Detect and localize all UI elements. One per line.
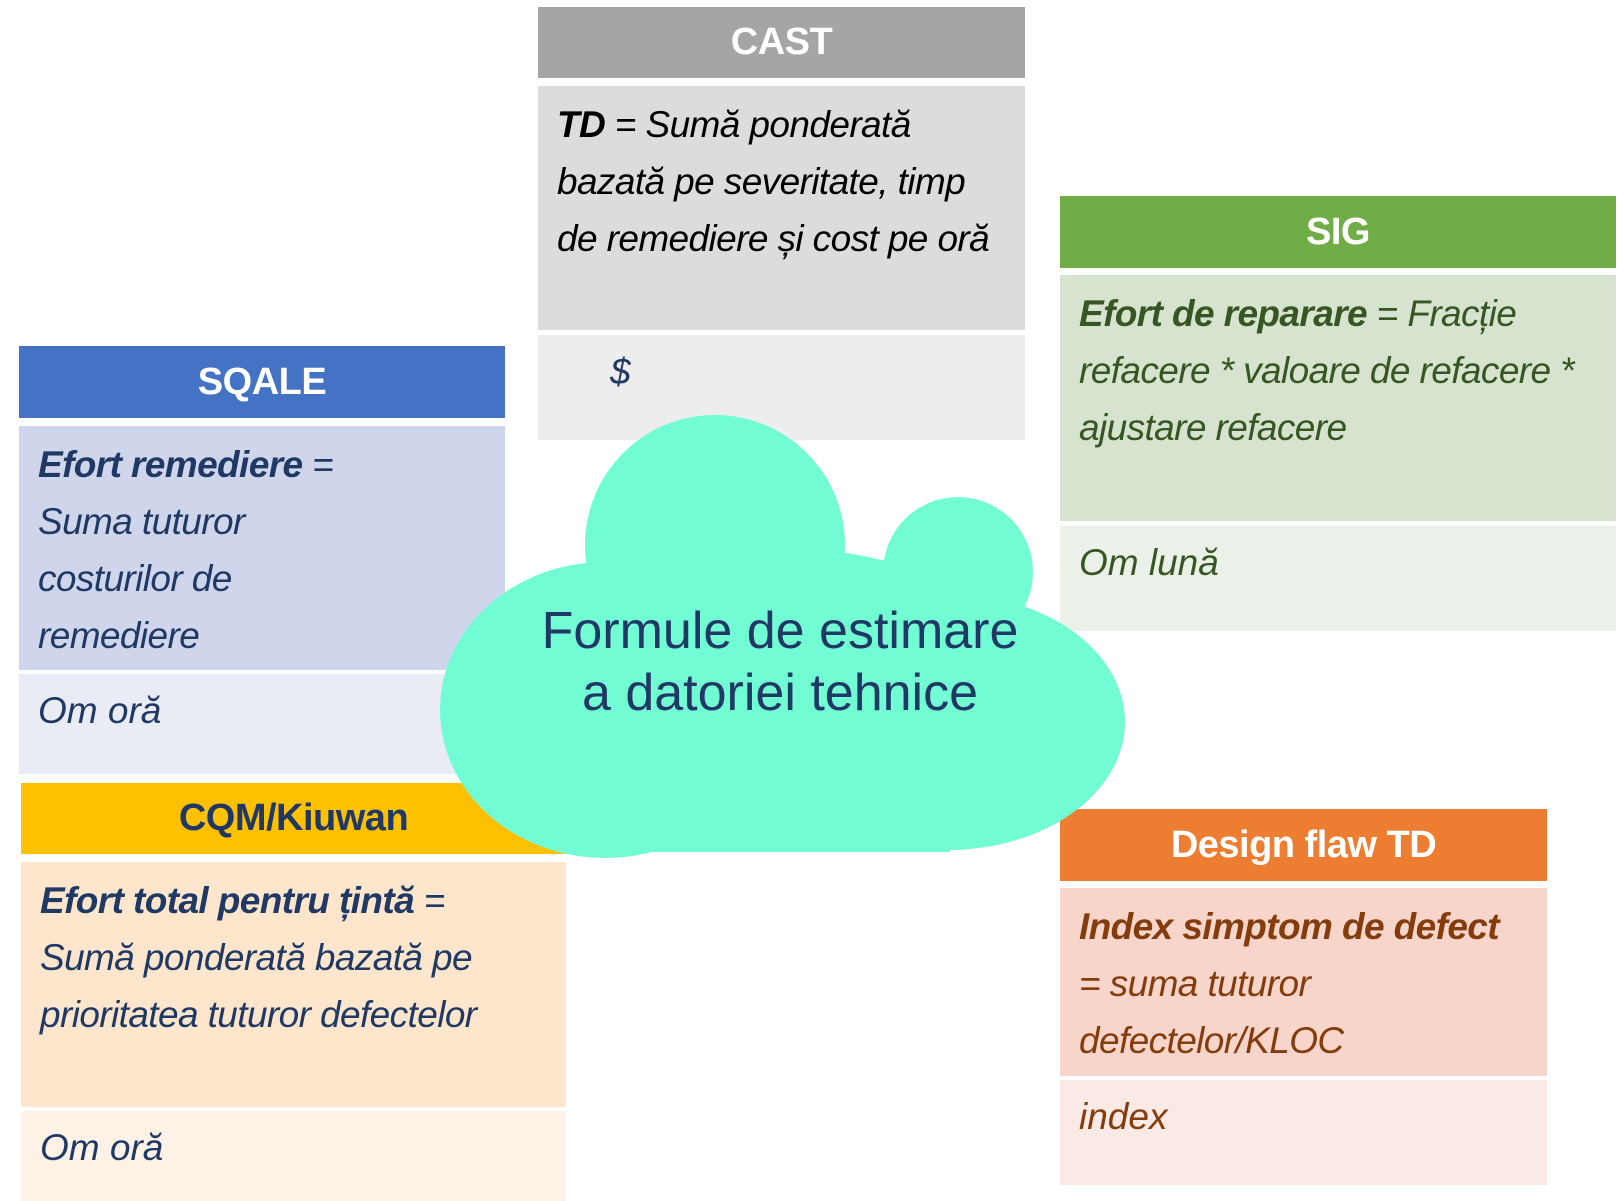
cqm-kiuwan-formula: Efort total pentru țintă = Sumă ponderat… — [21, 862, 566, 1107]
center-title-line-2: a datoriei tehnice — [581, 664, 979, 722]
center-title-line-1: Formule de estimare — [541, 602, 1019, 660]
sig-formula-definition: = Fracție refacere * valoare de refacere… — [1079, 293, 1575, 448]
cqm-kiuwan-formula-term: Efort total pentru țintă — [40, 880, 415, 921]
cast-formula-definition: = Sumă ponderată bazată pe severitate, t… — [557, 104, 990, 259]
design-flaw-td-unit: index — [1060, 1080, 1547, 1185]
sqale-header: SQALE — [19, 346, 505, 418]
sig-formula-term: Efort de reparare — [1079, 293, 1368, 334]
sig-unit: Om lună — [1060, 526, 1616, 631]
design-flaw-td-formula-term: Index simptom de defect — [1079, 906, 1500, 947]
center-title: Formule de estimare a datoriei tehnice — [480, 600, 1080, 724]
sig-header: SIG — [1060, 196, 1616, 268]
sqale-formula-definition: = Suma tuturor costurilor de remediere — [38, 444, 334, 656]
sqale-formula-term: Efort remediere — [38, 444, 303, 485]
cqm-kiuwan-formula-definition: = Sumă ponderată bazată pe prioritatea t… — [40, 880, 477, 1035]
sqale-unit: Om oră — [19, 674, 505, 774]
sqale-formula: Efort remediere = Suma tuturor costurilo… — [19, 426, 505, 670]
design-flaw-td-header: Design flaw TD — [1060, 809, 1547, 881]
cast-header: CAST — [538, 7, 1025, 78]
sig-formula: Efort de reparare = Fracție refacere * v… — [1060, 275, 1616, 521]
cast-formula: TD = Sumă ponderată bazată pe severitate… — [538, 86, 1025, 330]
cast-unit: $ — [538, 335, 1025, 440]
design-flaw-td-formula: Index simptom de defect = suma tuturor d… — [1060, 888, 1547, 1076]
cast-formula-term: TD — [557, 104, 606, 145]
design-flaw-td-formula-definition: = suma tuturor defectelor/KLOC — [1079, 906, 1519, 1061]
cqm-kiuwan-unit: Om oră — [21, 1111, 566, 1201]
